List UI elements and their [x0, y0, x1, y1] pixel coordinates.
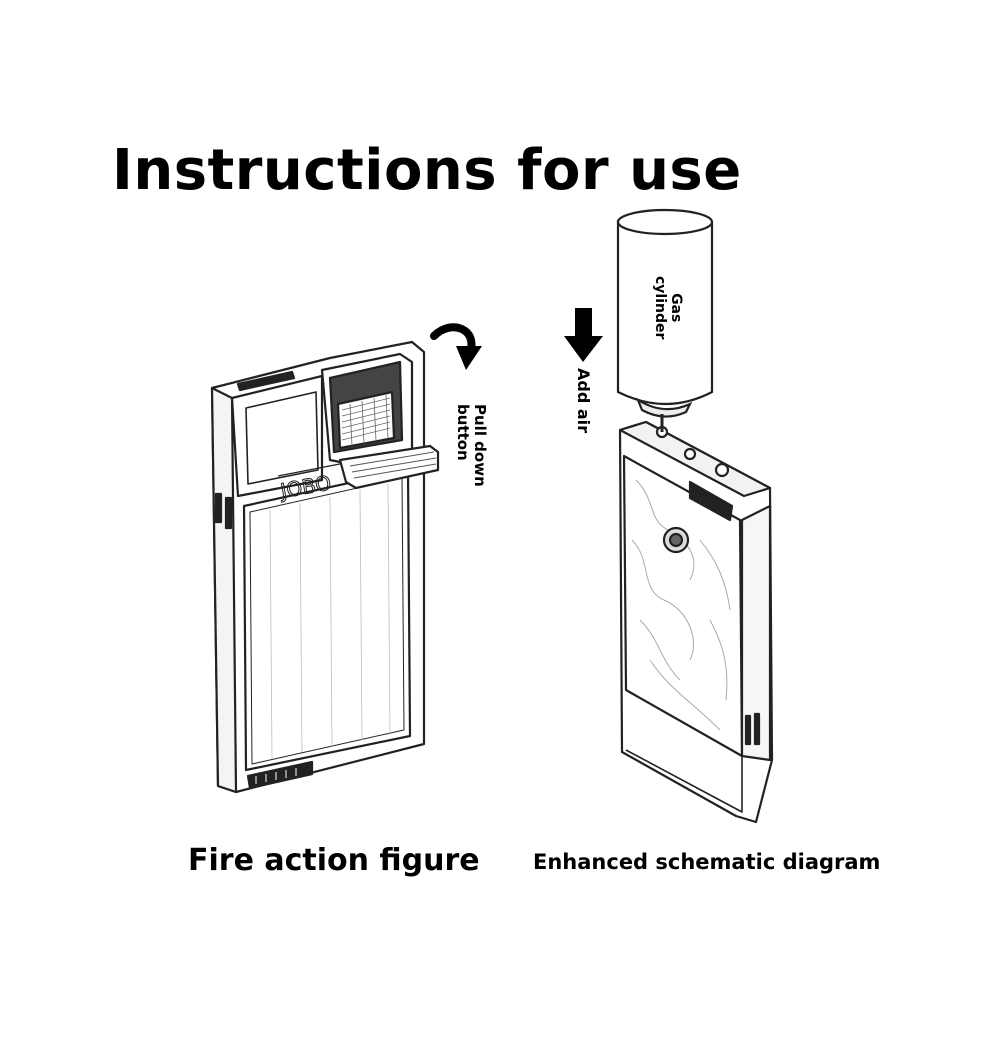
- curved-arrow-icon: [430, 323, 482, 370]
- down-arrow-icon: [564, 308, 603, 362]
- gas-cylinder-line-2: cylinder: [651, 276, 668, 340]
- gas-cylinder-line-1: Gas: [668, 293, 684, 323]
- page-title: Instructions for use: [112, 138, 742, 203]
- pull-down-button-label: Pull down button: [454, 404, 489, 487]
- schematic-caption: Enhanced schematic diagram: [533, 850, 881, 874]
- add-air-label: Add air: [574, 368, 593, 434]
- fire-action-caption: Fire action figure: [188, 843, 480, 878]
- gas-cylinder-label: Gas cylinder: [652, 276, 684, 339]
- refill-lighter-drawing: [618, 420, 774, 824]
- pull-down-line-2: button: [453, 404, 472, 461]
- gas-cylinder-drawing: [616, 208, 714, 432]
- pull-down-line-1: Pull down: [471, 404, 489, 487]
- lighter-drawing: JOBO: [210, 340, 440, 794]
